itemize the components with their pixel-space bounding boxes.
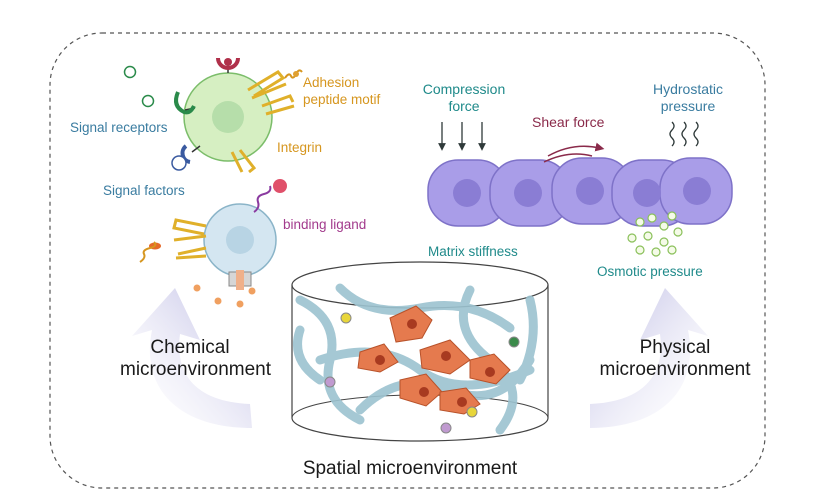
chemical-title-line2: microenvironment bbox=[120, 359, 271, 380]
particle-dot bbox=[324, 376, 336, 388]
signal-receptors-label: Signal receptors bbox=[70, 120, 168, 135]
ligand-cell bbox=[203, 203, 277, 277]
factor-dot bbox=[236, 300, 244, 308]
binding-ligand-label: binding ligand bbox=[283, 217, 367, 232]
receptor-icon bbox=[216, 57, 240, 73]
chemical-title-line1: Chemical bbox=[150, 337, 230, 358]
signal-molecule-icon bbox=[141, 94, 155, 108]
factor-dot bbox=[193, 284, 201, 292]
shear-force-label: Shear force bbox=[532, 114, 605, 130]
signal-cell bbox=[183, 72, 273, 162]
stromal-nucleus bbox=[375, 319, 495, 407]
compression-arrows-icon bbox=[438, 122, 486, 151]
particle-dot bbox=[340, 312, 352, 324]
factor-dot bbox=[248, 287, 256, 295]
particle-dot bbox=[466, 406, 478, 418]
channel-icon bbox=[228, 270, 252, 290]
cell-nucleus bbox=[453, 177, 711, 207]
signal-factors-label: Signal factors bbox=[103, 183, 185, 198]
signal-factor-icon bbox=[171, 144, 201, 171]
adhesion-label-line2: peptide motif bbox=[303, 92, 381, 107]
ligand-icon bbox=[253, 179, 287, 213]
osmotic-pressure-label: Osmotic pressure bbox=[597, 264, 703, 279]
compression-label-line2: force bbox=[448, 98, 480, 114]
spatial-title: Spatial microenvironment bbox=[302, 458, 518, 479]
particle-dot bbox=[440, 422, 452, 434]
curved-arrow-left-icon bbox=[132, 288, 252, 428]
peptide-dot-icon bbox=[293, 71, 299, 77]
hydrostatic-label-line1: Hydrostatic bbox=[652, 81, 724, 97]
factor-dot bbox=[214, 297, 222, 305]
matrix-stiffness-label: Matrix stiffness bbox=[428, 244, 518, 259]
shear-arrows-icon bbox=[543, 142, 605, 163]
hydrostatic-wave-icon bbox=[669, 121, 699, 147]
adhesion-label-line1: Adhesion bbox=[303, 75, 360, 90]
integrin-label: Integrin bbox=[277, 140, 323, 155]
integrin-icon bbox=[230, 70, 295, 174]
physical-title-line2: microenvironment bbox=[599, 359, 751, 380]
curved-arrow-right-icon bbox=[590, 288, 708, 428]
dashed-frame bbox=[49, 32, 766, 489]
signal-receptor-icon bbox=[174, 91, 196, 115]
integrin-cluster-icon bbox=[172, 218, 207, 260]
compression-label-line1: Compression bbox=[422, 81, 506, 97]
peptide-coil-icon bbox=[284, 69, 303, 79]
physical-title-line1: Physical bbox=[639, 337, 711, 358]
osmotic-dots-icon bbox=[627, 211, 683, 257]
peptide-coil-icon bbox=[139, 241, 157, 263]
signal-molecule-icon bbox=[123, 65, 137, 79]
particle-dot bbox=[508, 336, 520, 348]
hydrostatic-label-line2: pressure bbox=[660, 98, 716, 114]
